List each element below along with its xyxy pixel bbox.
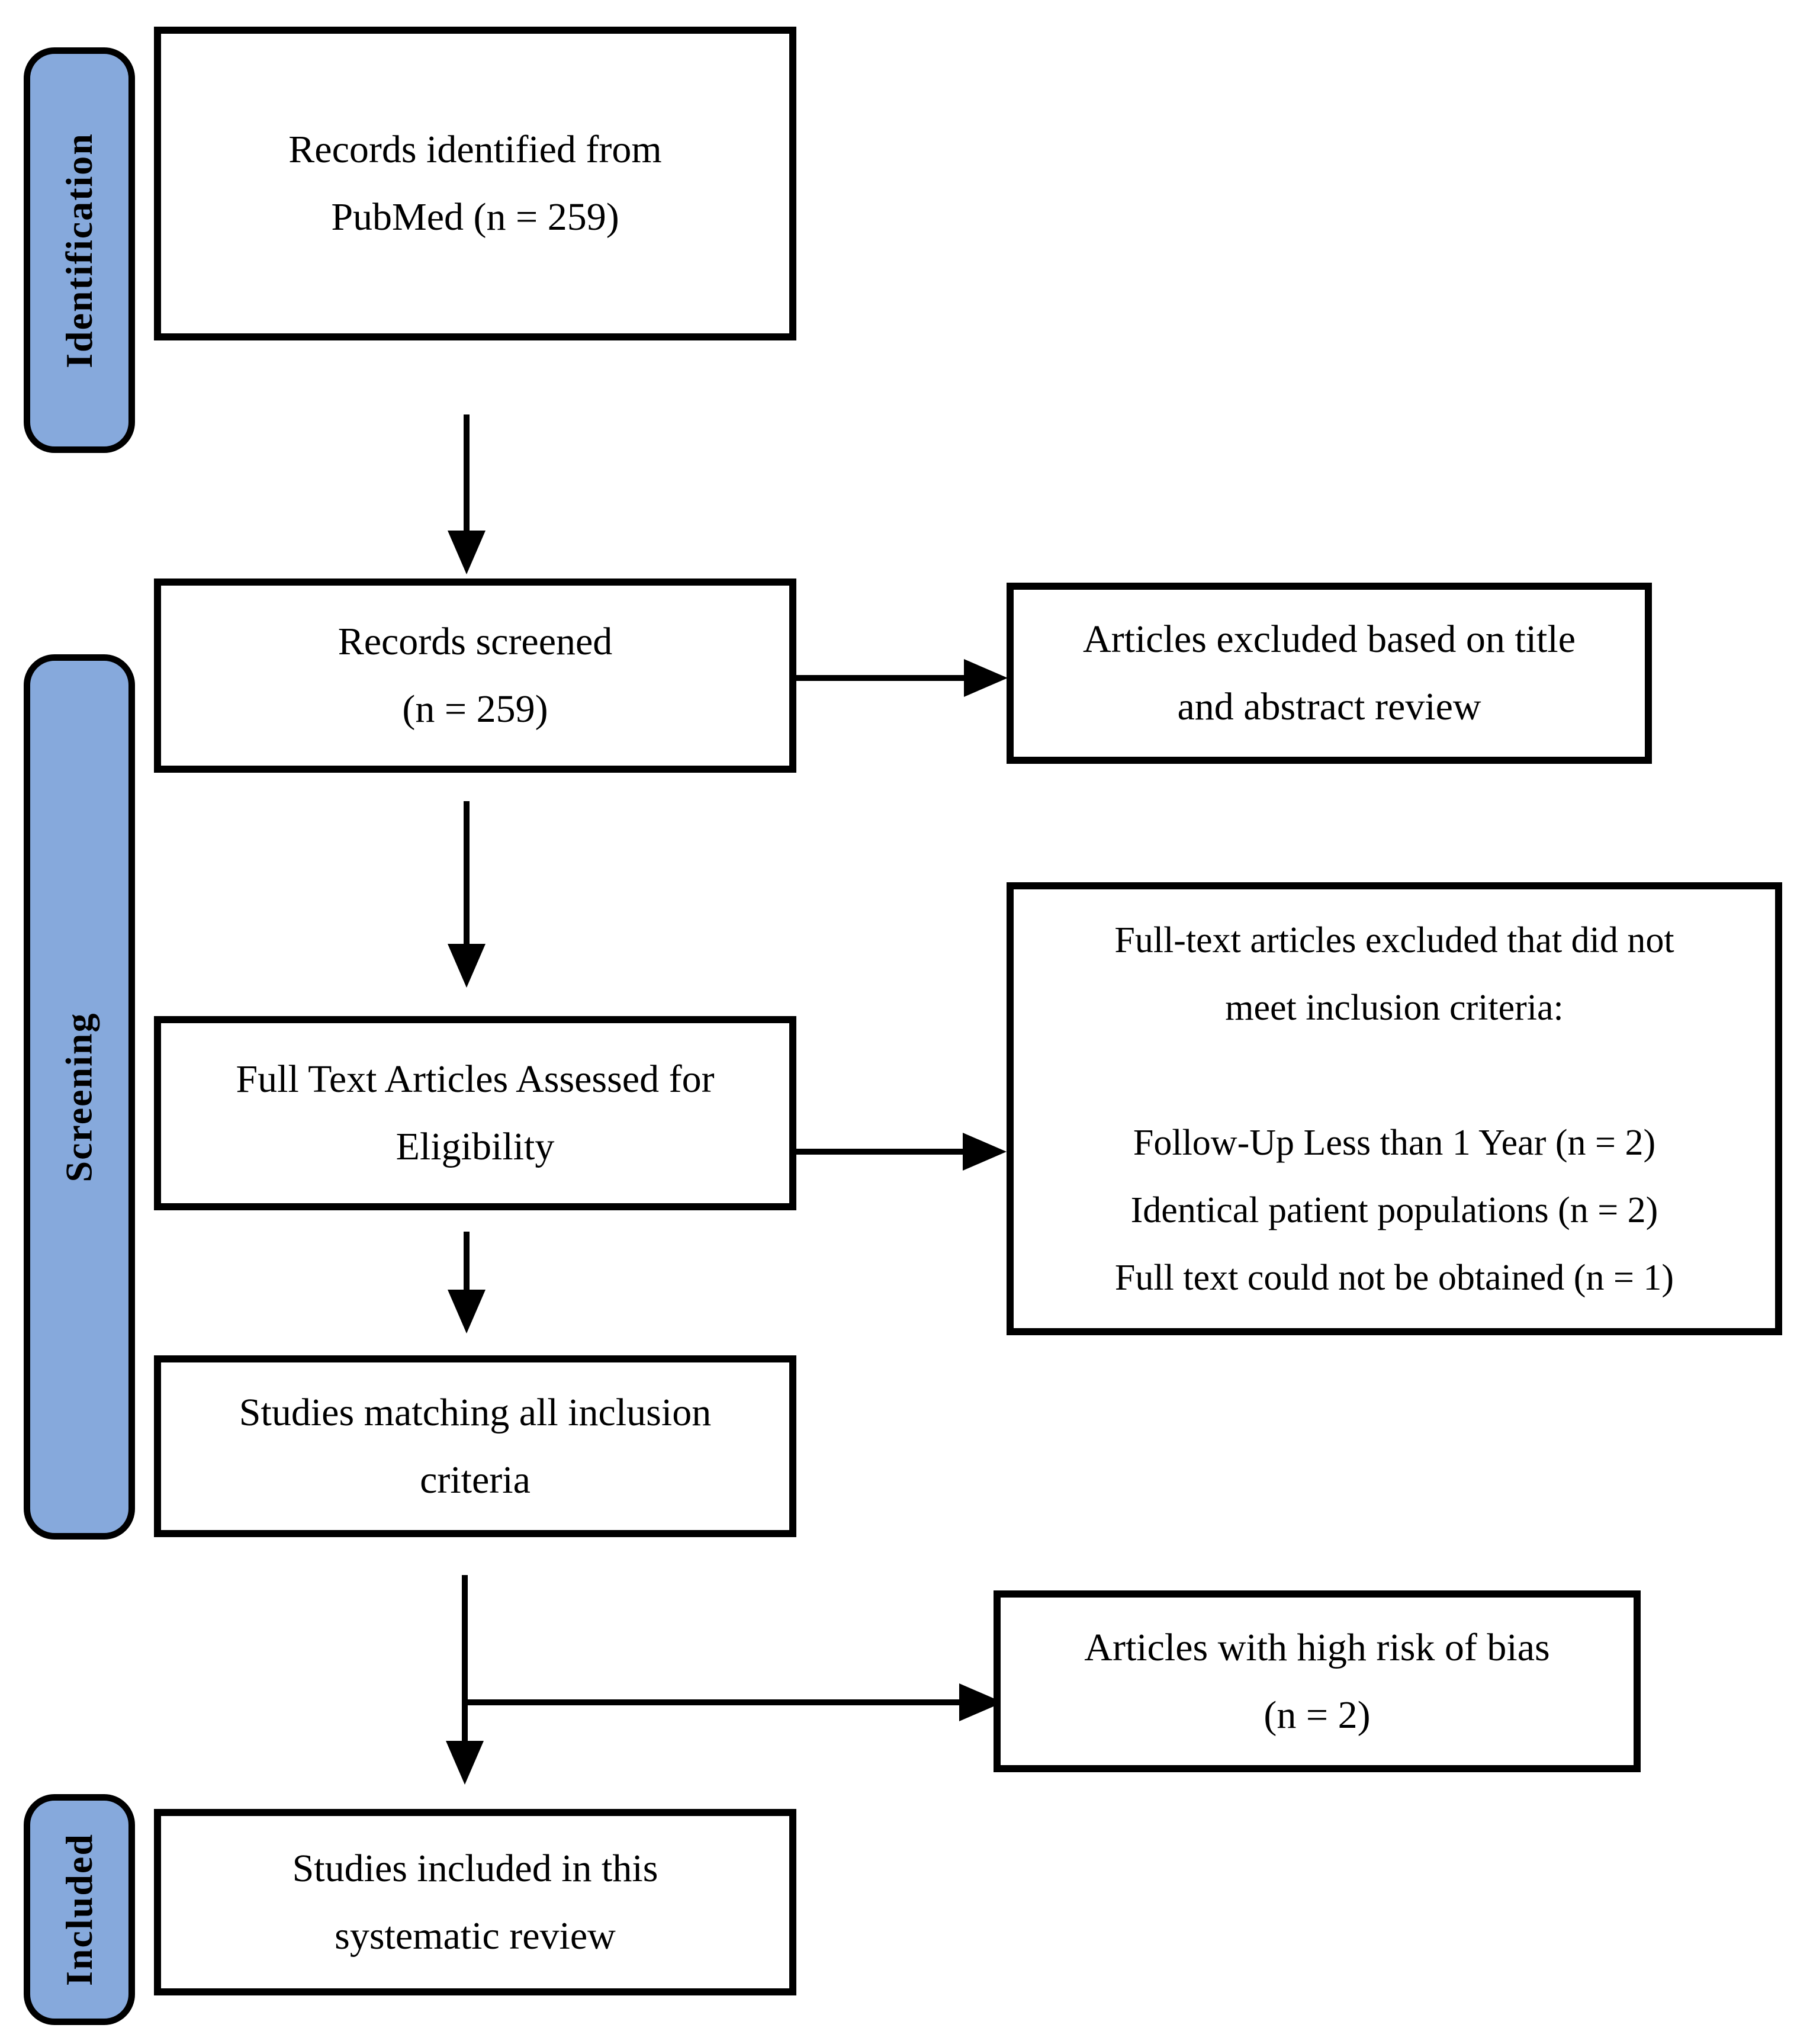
records-identified-line-1: Records identified from [288, 128, 662, 171]
full-text-excluded-reason-1: Follow-Up Less than 1 Year (n = 2) [1133, 1122, 1656, 1163]
arrow-fulltext-to-excluded-head [963, 1133, 1007, 1171]
full-text-assessed-line-2: Eligibility [396, 1125, 555, 1168]
full-text-excluded-heading-1: Full-text articles excluded that did not [1114, 920, 1674, 960]
full-text-excluded-heading-2: meet inclusion criteria: [1225, 987, 1564, 1028]
arrow-screened-to-excluded-head [964, 659, 1008, 697]
studies-matching-box: Studies matching all inclusion criteria [154, 1355, 796, 1537]
full-text-excluded-reason-3: Full text could not be obtained (n = 1) [1114, 1257, 1674, 1298]
high-risk-bias-line-1: Articles with high risk of bias [1084, 1625, 1550, 1669]
excluded-title-abstract-line-2: and abstract review [1177, 685, 1481, 728]
excluded-title-abstract-line-1: Articles excluded based on title [1082, 618, 1576, 661]
arrow-matching-to-included-head [446, 1741, 484, 1785]
full-text-assessed-line-1: Full Text Articles Assessed for [236, 1058, 715, 1101]
records-identified-line-2: PubMed (n = 259) [331, 195, 619, 239]
studies-matching-line-2: criteria [420, 1458, 531, 1502]
stage-label-screening-text: Screening [58, 1011, 100, 1182]
stage-label-identification: Identification [24, 47, 135, 453]
arrow-branch-to-high-risk-head [959, 1683, 1003, 1721]
studies-matching-line-1: Studies matching all inclusion [239, 1390, 712, 1434]
records-screened-line-1: Records screened [337, 620, 613, 663]
full-text-excluded-reason-2: Identical patient populations (n = 2) [1130, 1190, 1658, 1230]
records-screened-box: Records screened (n = 259) [154, 579, 796, 773]
arrow-identified-to-screened-head [448, 531, 486, 574]
arrow-fulltext-to-matching-head [448, 1290, 486, 1333]
high-risk-bias-line-2: (n = 2) [1264, 1693, 1371, 1737]
stage-label-included: Included [24, 1794, 135, 2025]
studies-included-line-1: Studies included in this [292, 1846, 658, 1890]
records-screened-line-2: (n = 259) [402, 687, 548, 731]
stage-label-identification-text: Identification [58, 132, 100, 368]
records-identified-box: Records identified from PubMed (n = 259) [154, 27, 796, 340]
full-text-assessed-box: Full Text Articles Assessed for Eligibil… [154, 1016, 796, 1210]
studies-included-line-2: systematic review [335, 1914, 616, 1958]
stage-label-included-text: Included [58, 1833, 100, 1986]
full-text-excluded-box: Full-text articles excluded that did not… [1007, 882, 1782, 1335]
arrow-screened-to-fulltext-head [448, 944, 486, 988]
stage-label-screening: Screening [24, 654, 135, 1540]
excluded-title-abstract-box: Articles excluded based on title and abs… [1007, 583, 1652, 764]
studies-included-box: Studies included in this systematic revi… [154, 1809, 796, 1995]
high-risk-bias-box: Articles with high risk of bias (n = 2) [994, 1590, 1641, 1772]
